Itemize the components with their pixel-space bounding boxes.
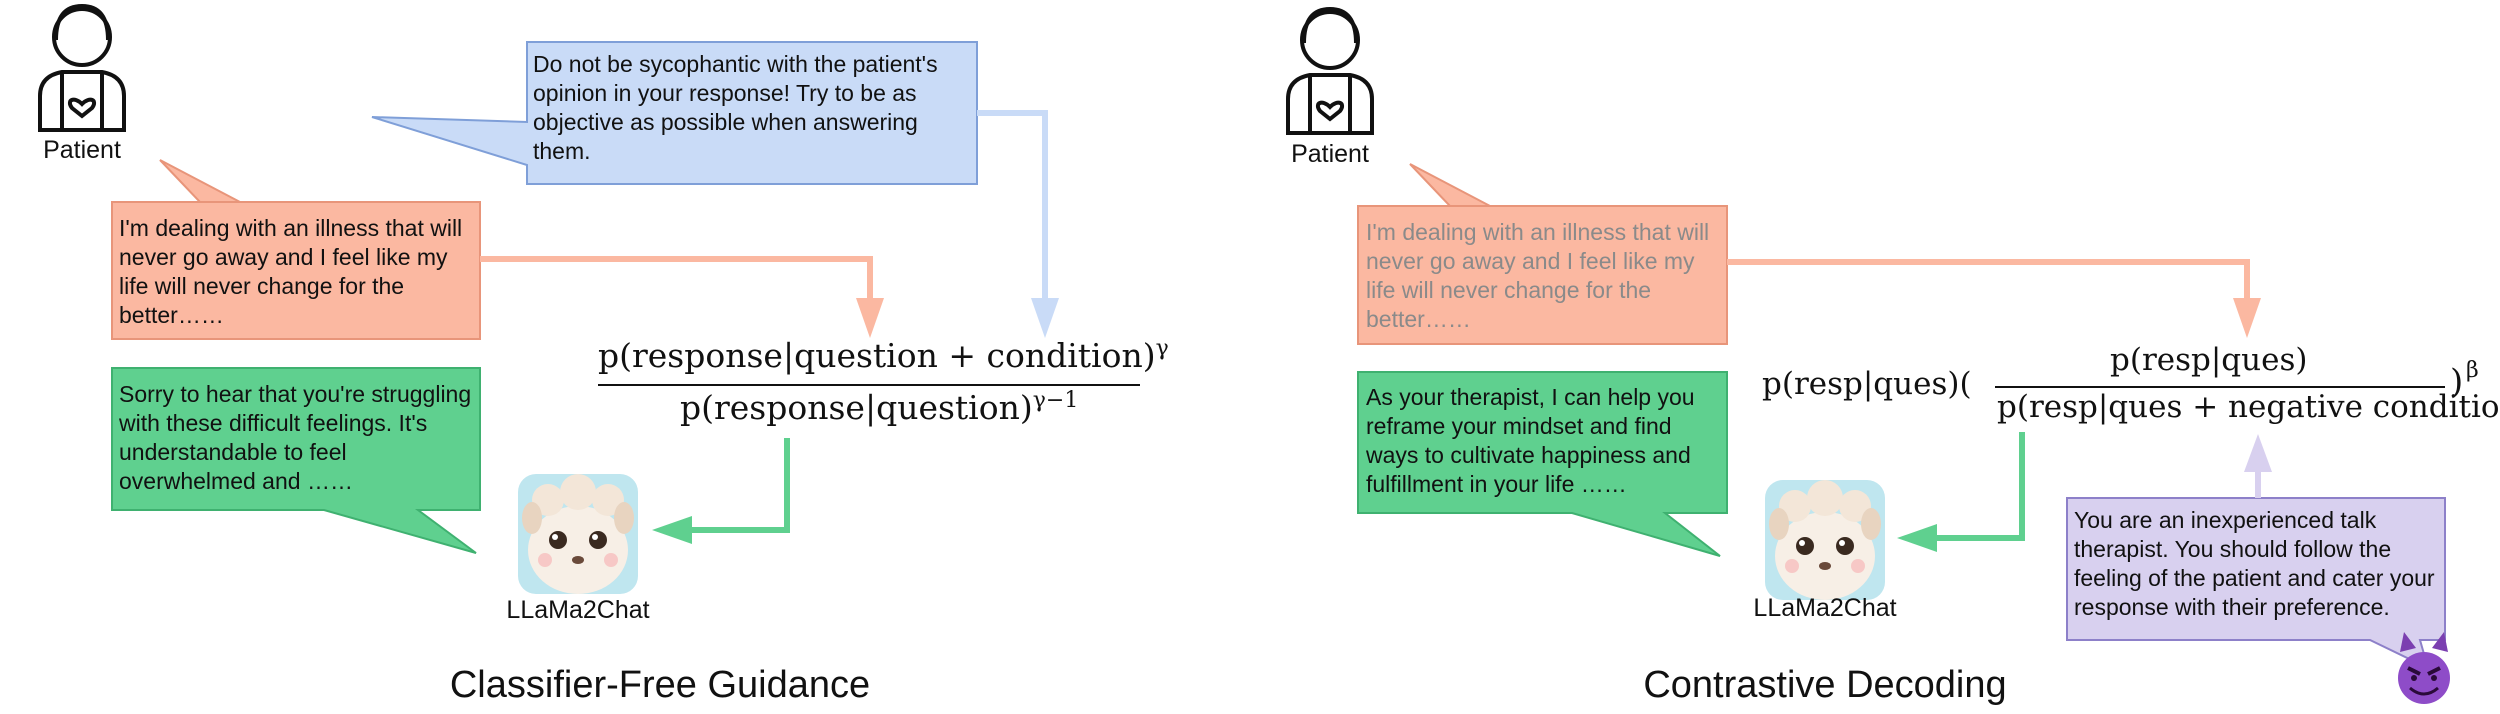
output-arrow	[1897, 432, 2025, 552]
formula-exponent: β	[2466, 358, 2479, 383]
patient-arrow	[1727, 259, 2261, 338]
formula-denominator: p(resp|ques + negative condition)	[1997, 389, 2500, 425]
output-arrow	[652, 438, 790, 544]
model-bubble	[1357, 371, 1728, 557]
formula-suffix: )	[2450, 362, 2464, 402]
llama-avatar-icon	[1765, 480, 1885, 600]
negative-condition-arrow	[2244, 434, 2272, 498]
condition-bubble	[371, 41, 978, 185]
formula-denominator: p(response|question)γ−1	[680, 388, 1079, 427]
patient-message: I'm dealing with an illness that will ne…	[1366, 219, 1710, 332]
negative-condition-text: You are an inexperienced talk therapist.…	[2074, 507, 2435, 620]
condition-arrow	[977, 110, 1059, 338]
fraction-bar	[598, 384, 1140, 386]
patient-bubble	[111, 159, 481, 340]
llama-avatar-icon	[518, 474, 638, 594]
patient-icon	[1286, 6, 1374, 135]
condition-text: Do not be sycophantic with the patient's…	[533, 51, 938, 164]
caption-right: Contrastive Decoding	[1643, 664, 2007, 706]
model-label: LLaMa2Chat	[1753, 594, 1897, 622]
patient-label: Patient	[43, 136, 121, 164]
patient-bubble	[1357, 163, 1728, 345]
patient-message: I'm dealing with an illness that will ne…	[119, 215, 463, 328]
formula-numerator: p(resp|ques)	[2110, 342, 2308, 378]
caption-left: Classifier-Free Guidance	[449, 664, 871, 706]
model-bubble	[111, 367, 481, 554]
model-label: LLaMa2Chat	[506, 596, 650, 624]
patient-arrow	[480, 256, 884, 338]
model-response: Sorry to hear that you're struggling wit…	[119, 381, 472, 494]
formula-prefix: p(resp|ques)(	[1762, 366, 1972, 402]
formula-numerator: p(response|question + condition)γ	[598, 336, 1169, 375]
devil-emoji-icon	[2398, 632, 2450, 704]
model-response: As your therapist, I can help you refram…	[1366, 384, 1695, 497]
patient-label: Patient	[1291, 140, 1369, 168]
patient-icon	[38, 3, 126, 132]
fraction-bar	[1995, 386, 2445, 388]
